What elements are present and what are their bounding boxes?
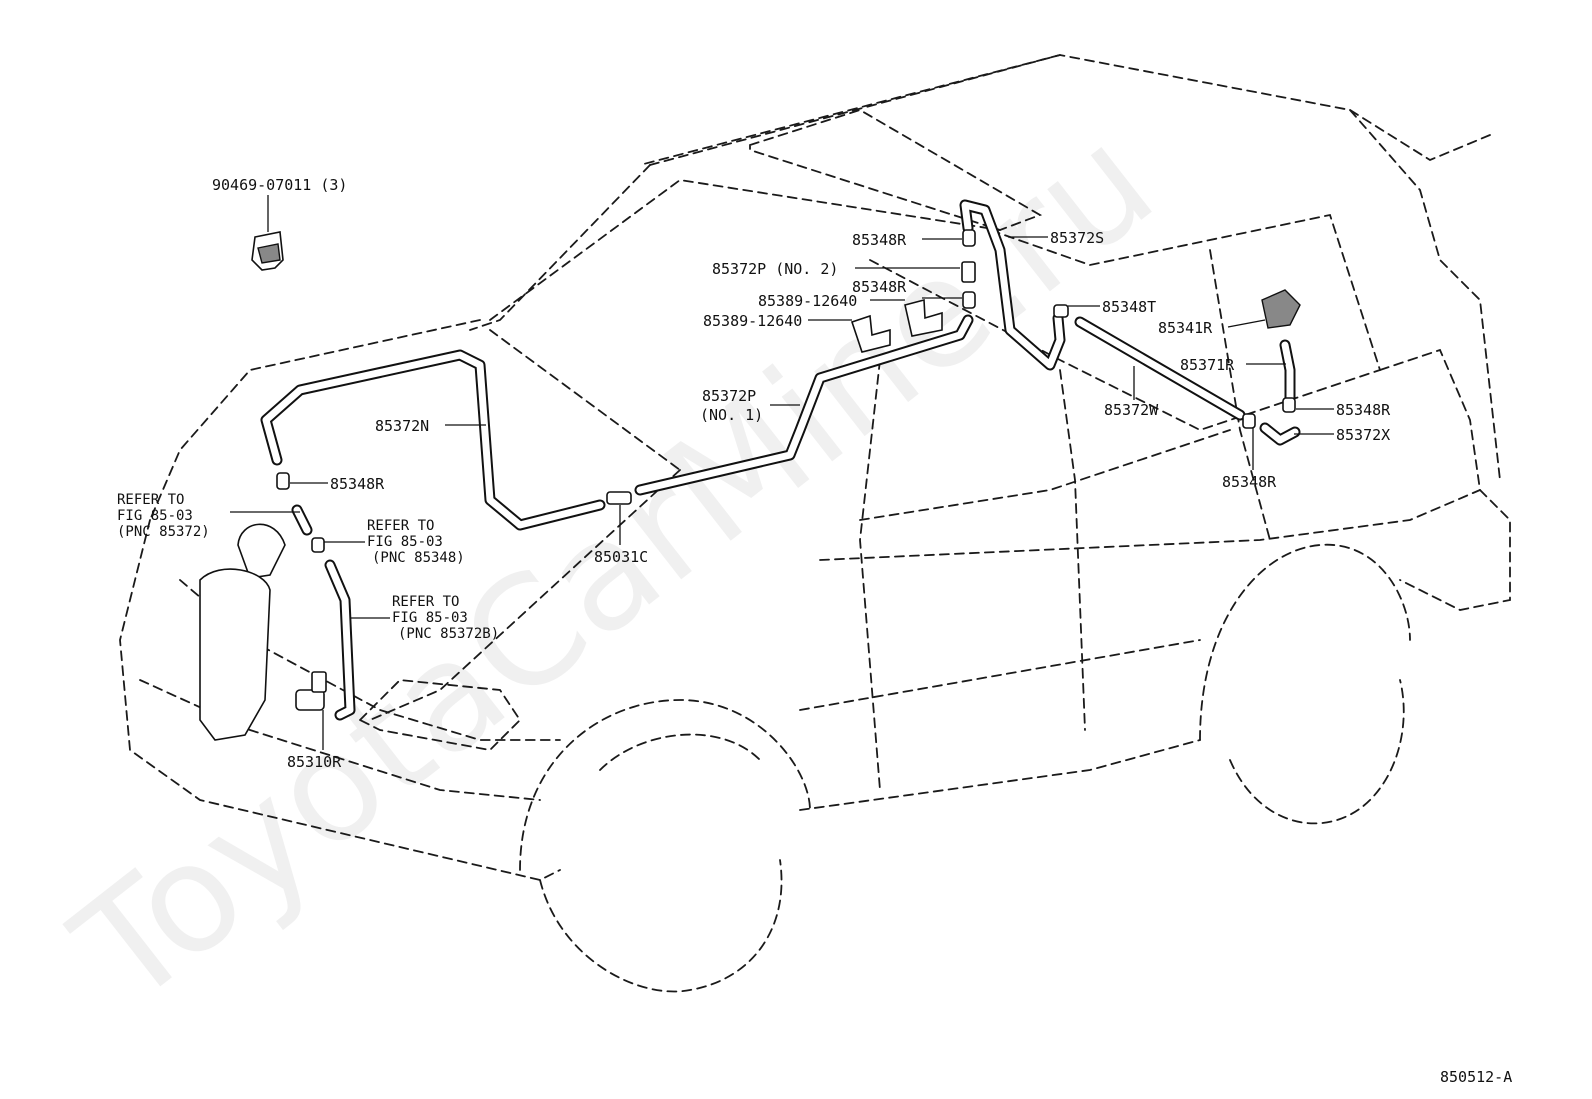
tee-85031C: [606, 491, 632, 505]
label-85348T: 85348T: [1102, 298, 1156, 316]
label-85372W: 85372W: [1104, 401, 1159, 419]
label-85348R-b: 85348R: [852, 278, 907, 296]
refer-c-line2: FIG 85-03: [392, 610, 468, 626]
label-85348R-d: 85348R: [1222, 473, 1277, 491]
washer-tank: [199, 568, 271, 741]
connector-85348R-mid: [962, 291, 976, 309]
nozzle-85341R: [1261, 289, 1301, 329]
refer-b-line3: (PNC 85348): [372, 550, 465, 566]
callout-labels: 90469-07011 (3) 85348R 85372S 85372P (NO…: [212, 176, 1391, 771]
label-85372P-no2: 85372P (NO. 2): [712, 260, 838, 278]
label-85310R: 85310R: [287, 753, 342, 771]
label-85372P: 85372P: [702, 387, 756, 405]
connector-85348R-lower: [1242, 413, 1256, 429]
refer-a-line1: REFER TO: [117, 492, 184, 508]
clamp-85389-a: [850, 314, 891, 353]
label-85348R-c: 85348R: [1336, 401, 1391, 419]
refer-c-line1: REFER TO: [392, 594, 459, 610]
refer-b-line1: REFER TO: [367, 518, 434, 534]
connector-85348R-upper: [962, 229, 976, 247]
pump-85310R: [295, 689, 325, 711]
connectors: [199, 229, 1301, 741]
hose-85372P-no2: [961, 261, 976, 283]
refer-c-line3: (PNC 85372B): [398, 626, 499, 642]
label-85372S: 85372S: [1050, 229, 1104, 247]
label-85031C: 85031C: [594, 548, 648, 566]
leader-lines: [230, 195, 1334, 750]
watermark: ToyotaCarMine.ru: [44, 94, 1185, 1038]
refer-b-line2: FIG 85-03: [367, 534, 443, 550]
refer-a-line2: FIG 85-03: [117, 508, 193, 524]
connector-85348R-left: [276, 472, 290, 490]
figure-code: 850512-A: [1440, 1068, 1512, 1086]
clamp-85389-b: [904, 298, 943, 337]
label-85372N: 85372N: [375, 417, 429, 435]
label-85341R: 85341R: [1158, 319, 1213, 337]
label-90469-07011: 90469-07011 (3): [212, 176, 347, 194]
label-85348R-e: 85348R: [330, 475, 385, 493]
label-85389-b: 85389-12640: [703, 312, 802, 330]
washer-hoses: [260, 199, 1301, 721]
label-85372P-no1: (NO. 1): [700, 406, 763, 424]
connector-85348R-right: [1282, 397, 1296, 413]
label-85372X: 85372X: [1336, 426, 1390, 444]
label-85371R: 85371R: [1180, 356, 1235, 374]
connector-85348R-refer: [311, 537, 325, 553]
refer-a-line3: (PNC 85372): [117, 524, 210, 540]
label-85389-a: 85389-12640: [758, 292, 857, 310]
tank-cap: [237, 523, 286, 579]
refer-notes: REFER TO FIG 85-03 (PNC 85372) REFER TO …: [117, 492, 499, 642]
label-85348R-a: 85348R: [852, 231, 907, 249]
connector-85348T: [1053, 304, 1069, 318]
